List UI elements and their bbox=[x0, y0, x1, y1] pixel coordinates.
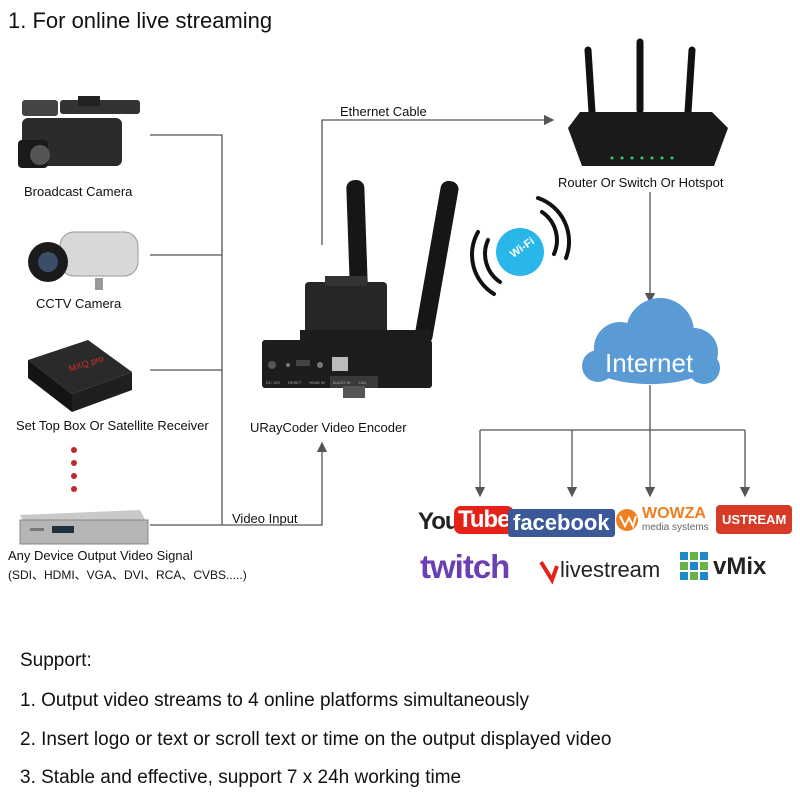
port-audio-label: AUDIO IN bbox=[332, 380, 351, 385]
cctv-camera-image bbox=[28, 231, 139, 290]
wowza-subtitle: media systems bbox=[642, 522, 709, 533]
port-lan-label: LAN bbox=[358, 380, 367, 385]
set-top-box-label: Set Top Box Or Satellite Receiver bbox=[16, 418, 209, 433]
video-device-image bbox=[19, 510, 149, 545]
support-item-3: 3. Stable and effective, support 7 x 24h… bbox=[20, 767, 462, 788]
livestream-logo-icon bbox=[539, 560, 559, 585]
internet-label: Internet bbox=[605, 348, 694, 378]
livestream-logo-text: livestream bbox=[560, 557, 661, 582]
cctv-camera-label: CCTV Camera bbox=[36, 296, 122, 311]
support-item-1: 1. Output video streams to 4 online plat… bbox=[20, 690, 530, 711]
video-input-label: Video Input bbox=[232, 511, 298, 526]
broadcast-camera-label: Broadcast Camera bbox=[24, 184, 133, 199]
internet-cloud bbox=[582, 298, 720, 384]
page-title: 1. For online live streaming bbox=[8, 8, 273, 33]
vmix-logo-icon bbox=[680, 552, 708, 580]
wifi-signal-icon bbox=[470, 196, 572, 296]
support-item-2: 2. Insert logo or text or scroll text or… bbox=[20, 729, 612, 750]
twitch-logo: twitch bbox=[420, 548, 510, 585]
support-heading: Support: bbox=[20, 650, 92, 671]
source-bus-line bbox=[150, 134, 223, 525]
encoder-label: URayCoder Video Encoder bbox=[250, 420, 407, 435]
router-image bbox=[568, 38, 728, 166]
video-input-line bbox=[150, 441, 328, 526]
connector-lines bbox=[150, 114, 751, 526]
port-hdmi-label: HDMI IN bbox=[309, 380, 325, 385]
set-top-box-image: MXQ pro bbox=[28, 340, 132, 412]
encoder-port-labels: DC 12V RESET HDMI IN AUDIO IN LAN bbox=[266, 380, 366, 385]
ethernet-cable-label: Ethernet Cable bbox=[340, 104, 427, 119]
broadcast-camera-image bbox=[18, 96, 140, 168]
ustream-logo: USTREAM bbox=[716, 505, 793, 534]
continuation-dots bbox=[71, 447, 77, 492]
port-dc-label: DC 12V bbox=[266, 380, 281, 385]
ethernet-line bbox=[321, 114, 555, 245]
vmix-logo-text: vMix bbox=[713, 553, 767, 580]
youtube-logo-you: You bbox=[418, 508, 460, 535]
port-reset-label: RESET bbox=[288, 380, 302, 385]
facebook-logo: facebook bbox=[508, 509, 615, 537]
wowza-logo-icon bbox=[616, 509, 638, 531]
youtube-logo-tube: Tube bbox=[454, 506, 514, 534]
encoder-image bbox=[262, 179, 459, 398]
wowza-logo-text: WOWZA bbox=[642, 505, 706, 522]
signal-types-label: (SDI、HDMI、VGA、DVI、RCA、CVBS.....) bbox=[8, 568, 247, 582]
any-device-label: Any Device Output Video Signal bbox=[8, 548, 193, 563]
router-label: Router Or Switch Or Hotspot bbox=[558, 175, 724, 190]
